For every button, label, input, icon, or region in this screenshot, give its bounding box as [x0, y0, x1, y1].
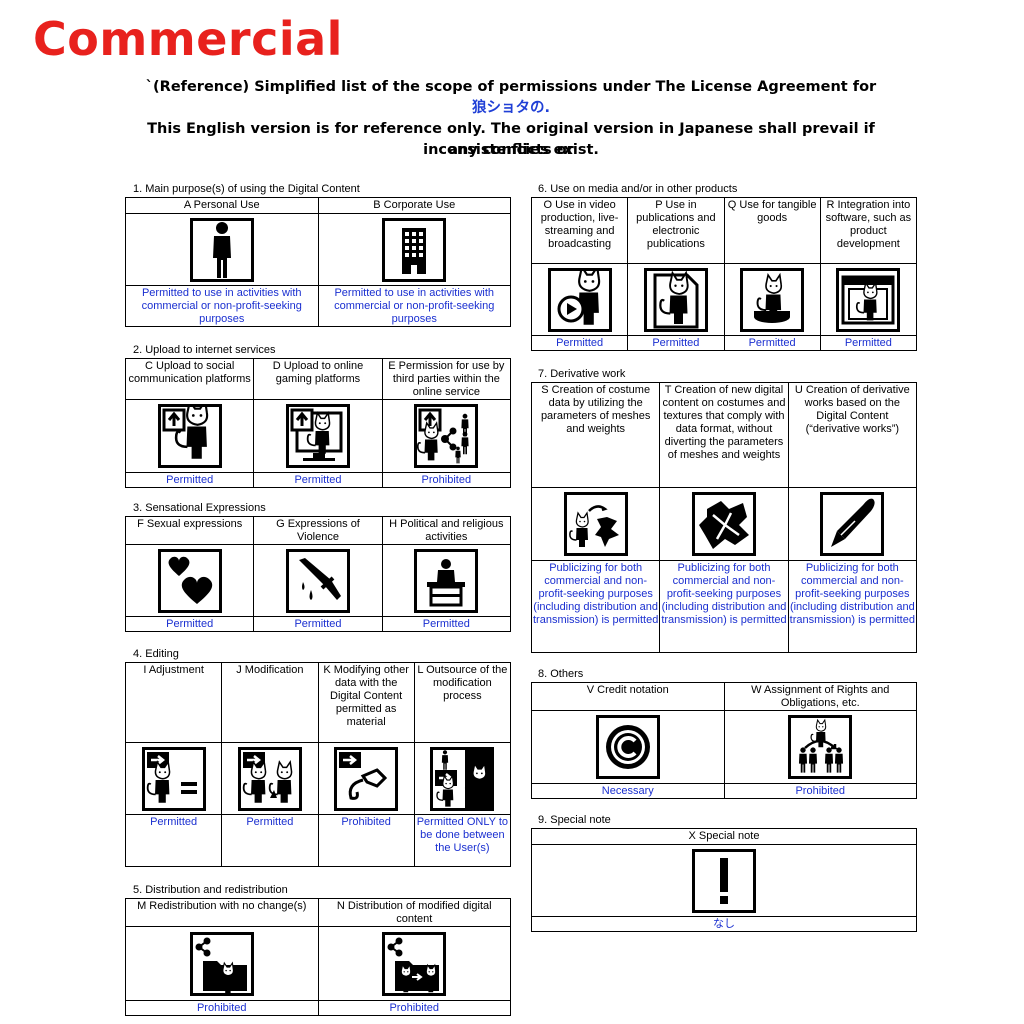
- section-6-title: 6. Use on media and/or in other products: [538, 183, 738, 195]
- item-w-label: W Assignment of Rights and Obligations, …: [723, 682, 917, 711]
- item-l-status: Permitted ONLY to be done between the Us…: [413, 814, 512, 867]
- item-d-label: D Upload to online gaming platforms: [253, 358, 383, 400]
- item-w-status: Prohibited: [723, 783, 917, 799]
- item-g-status: Permitted: [253, 616, 383, 632]
- item-i-status: Permitted: [124, 814, 223, 867]
- section-3-title: 3. Sensational Expressions: [133, 502, 266, 514]
- section-7-table: S Creation of costume data by utilizing …: [530, 382, 918, 653]
- person-icon: [189, 217, 254, 282]
- header-line-1: `(Reference) Simplified list of the scop…: [145, 79, 877, 95]
- section-2-title: 2. Upload to internet services: [133, 344, 276, 356]
- item-t-status: Publicizing for both commercial and non-…: [659, 560, 789, 653]
- exclamation-icon: [692, 848, 756, 913]
- item-x-status: なし: [531, 916, 917, 932]
- section-5-title: 5. Distribution and redistribution: [133, 884, 288, 896]
- item-u-label: U Creation of derivative works based on …: [787, 382, 918, 488]
- item-o-status: Permitted: [530, 335, 629, 351]
- item-f-status: Permitted: [124, 616, 255, 632]
- item-j-label: J Modification: [221, 662, 319, 743]
- item-i-label: I Adjustment: [124, 662, 223, 743]
- item-k-status: Prohibited: [317, 814, 415, 867]
- adjustment-icon: [141, 746, 206, 811]
- item-c-status: Permitted: [124, 472, 255, 488]
- upload-social-icon: [157, 404, 222, 468]
- item-m-status: Prohibited: [125, 1000, 319, 1016]
- item-u-status: Publicizing for both commercial and non-…: [787, 560, 918, 653]
- knife-icon: [285, 548, 350, 613]
- redistribution-icon: [189, 931, 254, 996]
- item-q-label: Q Use for tangible goods: [723, 197, 821, 264]
- publication-icon: [643, 267, 708, 332]
- section-8-table: V Credit notation W Assignment of Rights…: [531, 682, 917, 799]
- item-b-label: B Corporate Use: [317, 197, 511, 214]
- section-9-table: X Special note なし: [531, 828, 917, 932]
- header-line-2: 狼ショタの.: [471, 100, 550, 116]
- header-line-3: This English version is for reference on…: [147, 121, 875, 158]
- item-a-label: A Personal Use: [125, 197, 319, 214]
- section-8-title: 8. Others: [538, 668, 584, 680]
- item-l-label: L Outsource of the modification process: [413, 662, 512, 743]
- header-line-4: inconsistencies exist.: [423, 142, 599, 158]
- section-7-title: 7. Derivative work: [538, 368, 626, 380]
- modification-icon: [237, 746, 302, 811]
- modified-distribution-icon: [382, 931, 447, 996]
- item-p-label: P Use in publications and electronic pub…: [627, 197, 725, 264]
- item-m-label: M Redistribution with no change(s): [125, 898, 319, 927]
- third-party-share-icon: [414, 404, 479, 468]
- item-n-label: N Distribution of modified digital conte…: [317, 898, 511, 927]
- item-e-status: Prohibited: [381, 472, 512, 488]
- assignment-icon: [788, 715, 853, 779]
- item-p-status: Permitted: [627, 335, 725, 351]
- outsource-icon: [430, 746, 495, 811]
- podium-icon: [414, 548, 479, 613]
- item-r-label: R Integration into software, such as pro…: [819, 197, 918, 264]
- item-e-label: E Permission for use by third parties wi…: [381, 358, 512, 400]
- section-9-title: 9. Special note: [538, 814, 611, 826]
- item-c-label: C Upload to social communication platfor…: [124, 358, 255, 400]
- item-s-status: Publicizing for both commercial and non-…: [530, 560, 661, 653]
- pen-icon: [820, 492, 885, 556]
- material-icon: [334, 746, 399, 811]
- section-1-table: A Personal Use B Corporate Use Permitted…: [125, 197, 511, 327]
- copyright-icon: [595, 715, 660, 779]
- item-r-status: Permitted: [819, 335, 918, 351]
- section-3-table: F Sexual expressions G Expressions of Vi…: [124, 516, 512, 632]
- software-icon: [836, 267, 901, 332]
- item-k-label: K Modifying other data with the Digital …: [317, 662, 415, 743]
- item-h-status: Permitted: [381, 616, 512, 632]
- costume-icon: [563, 492, 628, 556]
- hearts-icon: [157, 548, 222, 613]
- section-4-title: 4. Editing: [133, 648, 179, 660]
- texture-icon: [691, 492, 756, 556]
- video-icon: [547, 267, 612, 332]
- section-5-table: M Redistribution with no change(s) N Dis…: [125, 898, 511, 1016]
- item-d-status: Permitted: [253, 472, 383, 488]
- item-v-label: V Credit notation: [531, 682, 725, 711]
- item-f-label: F Sexual expressions: [124, 516, 255, 545]
- item-o-label: O Use in video production, live-streamin…: [530, 197, 629, 264]
- item-v-status: Necessary: [531, 783, 725, 799]
- item-h-label: H Political and religious activities: [381, 516, 512, 545]
- item-g-label: G Expressions of Violence: [253, 516, 383, 545]
- section-4-table: I Adjustment J Modification K Modifying …: [124, 662, 512, 867]
- section-6-table: O Use in video production, live-streamin…: [530, 197, 918, 351]
- upload-gaming-icon: [285, 404, 350, 468]
- page-title: Commercial: [33, 12, 343, 66]
- item-x-label: X Special note: [531, 828, 917, 845]
- tangible-goods-icon: [740, 267, 805, 332]
- item-a-status: Permitted to use in activities with comm…: [125, 285, 319, 327]
- item-t-label: T Creation of new digital content on cos…: [659, 382, 789, 488]
- section-1-title: 1. Main purpose(s) of using the Digital …: [133, 183, 360, 195]
- item-b-status: Permitted to use in activities with comm…: [317, 285, 511, 327]
- item-q-status: Permitted: [723, 335, 821, 351]
- building-icon: [382, 217, 447, 282]
- item-s-label: S Creation of costume data by utilizing …: [530, 382, 661, 488]
- section-2-table: C Upload to social communication platfor…: [124, 358, 512, 488]
- item-j-status: Permitted: [221, 814, 319, 867]
- item-n-status: Prohibited: [317, 1000, 511, 1016]
